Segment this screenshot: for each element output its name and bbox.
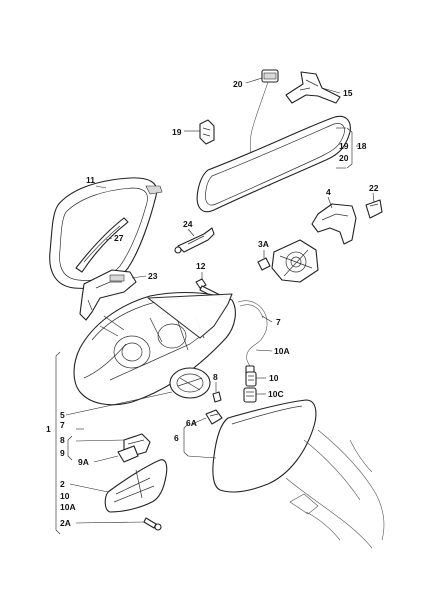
wiring-harness-part-7 [237, 300, 268, 377]
leader-lines [65, 77, 375, 524]
connector-part-10 [245, 371, 257, 387]
clip-part-6A [205, 409, 223, 425]
bracket-part-23 [79, 269, 137, 321]
callout-8-mid: 8 [213, 372, 218, 382]
callout-9: 9 [60, 448, 65, 458]
mounting-base-part-4 [311, 203, 357, 245]
callout-22: 22 [369, 183, 379, 193]
housing-part-9A [117, 445, 139, 463]
trim-strip-part-27 [75, 217, 129, 273]
callout-3A: 3A [258, 239, 269, 249]
screw-part-2A [143, 517, 162, 531]
callout-6A: 6A [186, 418, 197, 428]
callout-19-right: 19 [339, 141, 349, 151]
rain-sensor-part-19 [199, 119, 215, 145]
rear-view-mirror-bracket-part-15 [285, 71, 341, 104]
clip-part-24 [174, 227, 215, 254]
callout-10: 10 [269, 373, 279, 383]
mirror-glass-part-6 [212, 399, 317, 493]
cover-part-22 [365, 199, 383, 219]
vehicle-door-outline [285, 429, 385, 549]
callout-27: 27 [114, 233, 124, 243]
callout-9A: 9A [78, 457, 89, 467]
connector-part-10C [243, 387, 257, 403]
callout-12: 12 [196, 261, 206, 271]
callout-24: 24 [183, 219, 193, 229]
screw-part-8 [212, 391, 222, 403]
callout-23: 23 [148, 271, 158, 281]
callout-7-list: 7 [60, 420, 65, 430]
adjustment-motor-part-3A [257, 239, 319, 283]
callout-18: 18 [357, 141, 367, 151]
callout-10C: 10C [268, 389, 284, 399]
actuator-part-8 [169, 367, 211, 399]
callout-10A-list: 10A [60, 502, 76, 512]
rear-view-mirror-glass [196, 115, 351, 213]
callout-11: 11 [86, 175, 95, 185]
callout-10A: 10A [274, 346, 290, 356]
callout-20-right: 20 [339, 153, 349, 163]
callout-6: 6 [174, 433, 179, 443]
mirror-cap-part-11 [49, 177, 163, 289]
callout-19-left: 19 [172, 127, 182, 137]
callout-20-top: 20 [233, 79, 243, 89]
callout-10-list: 10 [60, 491, 70, 501]
callout-8-list: 8 [60, 435, 65, 445]
glass-carrier-plate [147, 293, 233, 339]
callout-5: 5 [60, 410, 65, 420]
callout-1: 1 [46, 424, 51, 434]
callout-labels: 20 15 19 19 20 18 11 4 22 27 24 3A 23 12… [46, 79, 379, 528]
callout-4: 4 [326, 187, 331, 197]
callout-2A: 2A [60, 518, 71, 528]
callout-7: 7 [276, 317, 281, 327]
callout-2: 2 [60, 479, 65, 489]
lower-housing-part-2 [104, 459, 168, 513]
callout-15: 15 [343, 88, 353, 98]
